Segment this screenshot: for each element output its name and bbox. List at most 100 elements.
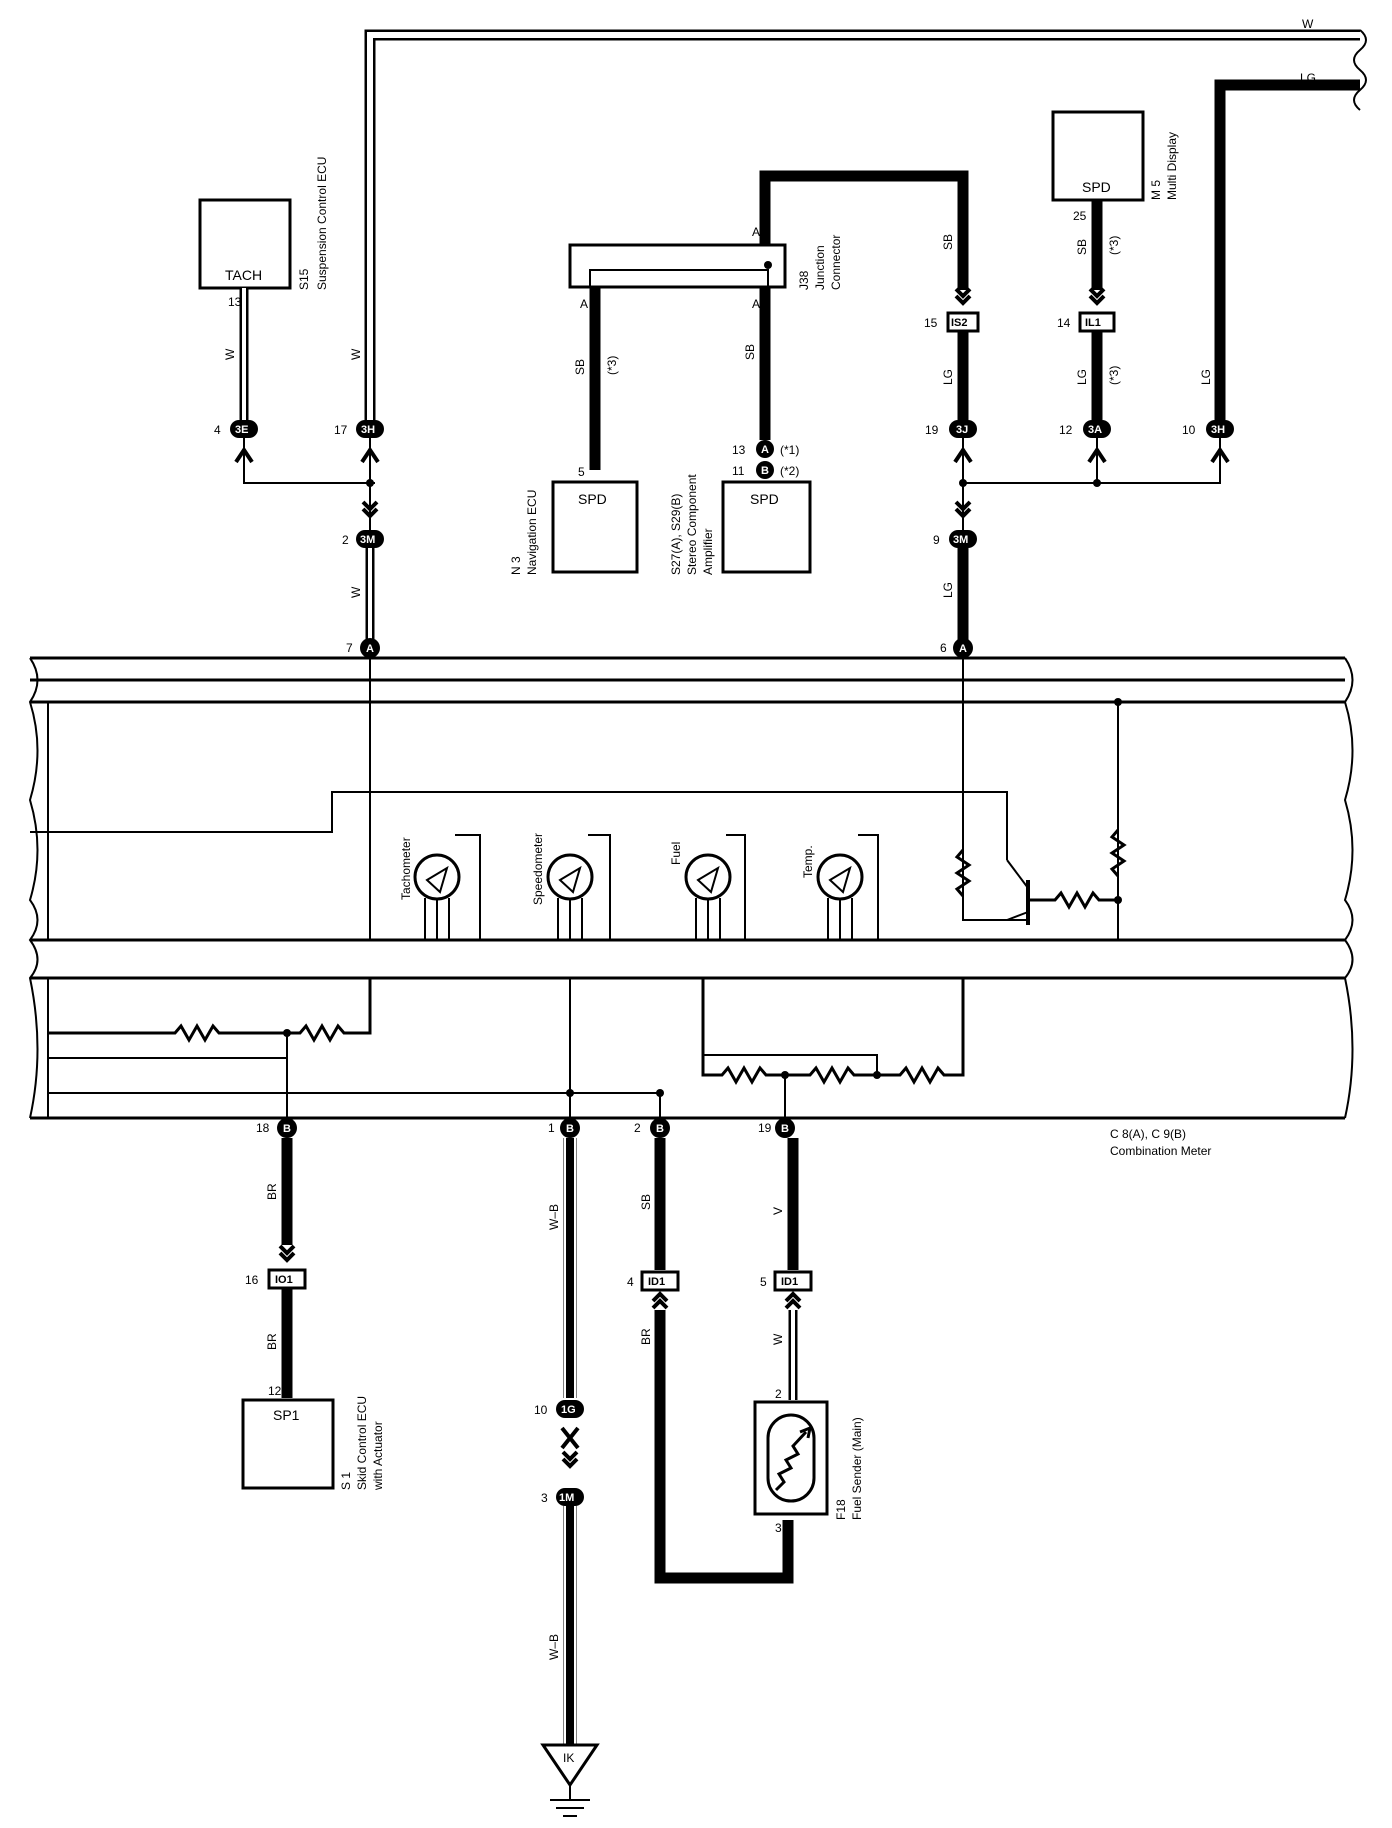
lg-label-3h: LG: [1199, 369, 1213, 385]
m5-box: [1051, 110, 1145, 202]
gauge-fuel: [684, 834, 746, 940]
s27-note-a: (*1): [780, 443, 799, 457]
gauge-speedometer: [546, 834, 611, 940]
c3j-connector: [949, 420, 977, 438]
c3e-label: 3E: [235, 424, 248, 436]
gauge-temp: [816, 834, 879, 940]
c3j-pin: 19: [925, 423, 939, 437]
il1-pin: 14: [1057, 316, 1071, 330]
sb-label-s27: SB: [743, 344, 757, 360]
il1-note: (*3): [1107, 366, 1121, 385]
j38-a-left: A: [580, 297, 588, 311]
br-label-id1: BR: [639, 1328, 653, 1345]
id1-5-connector: [773, 1270, 813, 1292]
s27-box-label: SPD: [750, 491, 779, 507]
cb2-label: B: [656, 1123, 664, 1135]
s27-name2: Amplifier: [701, 528, 715, 575]
is2-label: IS2: [951, 317, 968, 329]
m5-note: (*3): [1107, 236, 1121, 255]
cb2-pin: 2: [634, 1121, 641, 1135]
f18-ref: F18: [834, 1499, 848, 1520]
c3m-right-label: 3M: [953, 534, 968, 546]
f18-name: Fuel Sender (Main): [850, 1417, 864, 1520]
w-top-label: W: [1302, 17, 1314, 31]
io1-pin: 16: [245, 1273, 259, 1287]
lg-wire-top: [1214, 79, 1360, 430]
s27-ref: S27(A), S29(B): [669, 494, 683, 575]
cb2-connector: [650, 1118, 670, 1138]
s27-note-b: (*2): [780, 464, 799, 478]
id1-4-connector: [640, 1270, 680, 1292]
is2-pin: 15: [924, 316, 938, 330]
ik-label: IK: [563, 1751, 574, 1765]
s27-box: [721, 480, 812, 574]
c3e-pin: 4: [214, 423, 221, 437]
sb-label-n3: SB: [573, 359, 587, 375]
meter-lower-circuit: [48, 978, 965, 1118]
s1-name2: with Actuator: [371, 1421, 385, 1491]
meter-name: Combination Meter: [1110, 1144, 1211, 1158]
m5-ref: M 5: [1149, 180, 1163, 200]
cb18-connector: [277, 1118, 297, 1138]
c3m-right-connector: [949, 530, 977, 548]
cb1-connector: [560, 1118, 580, 1138]
id1-5-pin: 5: [760, 1275, 767, 1289]
s27-pin-a: 13: [732, 443, 746, 457]
s15-box: [198, 198, 292, 290]
f18-pin2: 2: [775, 1387, 782, 1401]
c3a-pin: 12: [1059, 423, 1073, 437]
cb18-pin: 18: [256, 1121, 270, 1135]
br-label-io1: BR: [265, 1183, 279, 1200]
lg-top-label: LG: [1300, 71, 1316, 85]
j38-connector: [568, 243, 787, 289]
f18-pin3: 3: [775, 1521, 782, 1535]
c1m-connector: [556, 1488, 584, 1506]
c3a-connector: [1083, 420, 1111, 438]
n3-note: (*3): [605, 356, 619, 375]
m5-name: Multi Display: [1165, 132, 1179, 200]
c3h-left-pin: 17: [334, 423, 348, 437]
wb-label-bottom: W–B: [547, 1634, 561, 1660]
c3h-right-label: 3H: [1211, 424, 1225, 436]
wb-label-top: W–B: [547, 1204, 561, 1230]
c1g-connector: [556, 1400, 584, 1418]
s15-box-label: TACH: [225, 267, 262, 283]
s1-box-label: SP1: [273, 1407, 300, 1423]
id1-4-label: ID1: [648, 1276, 665, 1288]
ca6-pin: 6: [940, 641, 947, 655]
s1-name1: Skid Control ECU: [355, 1396, 369, 1490]
wb-ground-wire: [563, 1138, 577, 1398]
c3m-left-connector: [356, 530, 384, 548]
v-label: V: [771, 1207, 785, 1215]
s15-ref: S15: [297, 268, 311, 290]
id1-5-label: ID1: [781, 1276, 798, 1288]
w-label-s15: W: [223, 348, 237, 360]
s1-pin: 12: [268, 1384, 282, 1398]
c1g-label: 1G: [561, 1404, 576, 1416]
gauge-tachometer-label: Tachometer: [399, 837, 413, 900]
cb1-label: B: [566, 1123, 574, 1135]
cb18-label: B: [283, 1123, 291, 1135]
n3-box: [551, 480, 639, 574]
il1-label: IL1: [1085, 317, 1101, 329]
n3-box-label: SPD: [578, 491, 607, 507]
c3a-label: 3A: [1088, 424, 1102, 436]
m5-pin: 25: [1073, 209, 1087, 223]
gauge-fuel-label: Fuel: [669, 842, 683, 865]
ca7-label: A: [366, 643, 374, 655]
w-wire-top: [364, 29, 1367, 430]
lg-label-is2: LG: [941, 369, 955, 385]
j38-name2: Connector: [829, 235, 843, 290]
br-label-s1: BR: [265, 1333, 279, 1350]
s15-pin: 13: [228, 295, 242, 309]
c3h-right-pin: 10: [1182, 423, 1196, 437]
n3-pin: 5: [578, 465, 585, 479]
meter-driver-circuit: [954, 829, 1127, 925]
c3m-right-pin: 9: [933, 533, 940, 547]
c3h-left-label: 3H: [361, 424, 375, 436]
ca7-connector: [360, 638, 380, 658]
ca6-connector: [953, 638, 973, 658]
wb-ground-wire-lower: [563, 1506, 577, 1745]
c3j-label: 3J: [956, 424, 968, 436]
c1m-pin: 3: [541, 1491, 548, 1505]
